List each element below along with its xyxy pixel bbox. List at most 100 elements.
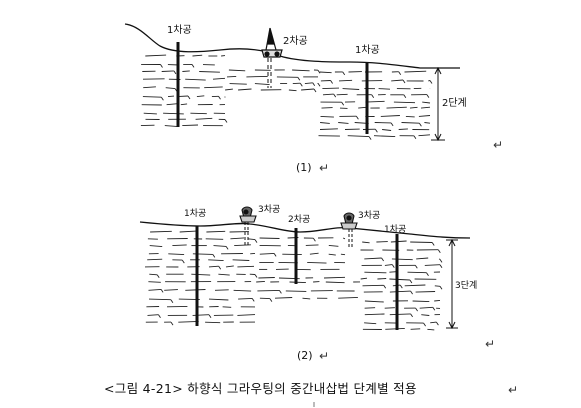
rock-hatch-stroke [384,264,393,266]
rock-hatch-stroke [167,95,175,98]
rock-hatch-stroke [389,313,411,316]
rock-hatch-stroke [228,69,246,72]
return-mark-2a: ↵ [485,337,495,351]
rock-hatch-stroke [208,265,219,268]
rock-hatch-stroke [421,314,430,316]
rock-hatch-stroke [420,106,431,109]
rock-hatch-tick [317,69,321,74]
rock-hatch-stroke [195,117,213,120]
rock-hatch-tick [399,284,403,289]
rock-hatch-stroke [309,252,319,255]
rock-hatch-stroke [164,125,179,128]
rock-hatch-stroke [434,285,441,287]
rock-hatch-stroke [389,290,411,293]
rock-hatch-stroke [342,88,360,90]
rock-hatch-tick [158,314,161,318]
rock-hatch-tick [439,264,443,268]
rock-hatch-tick [251,298,255,302]
rock-hatch-stroke [412,300,430,303]
rock-hatch-stroke [410,241,433,243]
rock-hatch-tick [439,259,443,263]
diagram-2: 1차공 3차공 2차공 3차공 1차공 3단계 ↵ (2) ↵ [139,203,495,363]
rock-hatch-stroke [222,306,232,308]
rock-hatch-stroke [145,54,167,57]
return-mark-caption: ↵ [508,383,518,397]
rock-hatch-stroke [180,103,188,106]
rock-hatch-tick [426,272,429,276]
rock-hatch-stroke [285,290,307,292]
rock-hatch-tick [187,95,191,100]
rock-hatch-tick [156,274,160,279]
rock-hatch-stroke [338,79,353,82]
rock-hatch-tick [218,96,221,100]
rock-hatch-stroke [143,112,157,115]
rock-hatch-stroke [386,106,407,109]
rock-hatch-stroke [404,284,426,287]
rock-hatch-tick [313,237,316,242]
rock-hatch-stroke [424,264,441,266]
rock-hatch-tick [423,322,426,327]
rock-hatch-stroke [172,244,187,247]
rock-hatch-stroke [342,237,346,240]
rock-hatch-stroke [364,300,384,303]
rock-hatch-tick [161,96,164,101]
rock-hatch-tick [402,79,406,84]
rock-hatch-stroke [143,86,156,89]
rock-hatch-stroke [179,230,197,233]
rock-hatch-tick [398,71,402,75]
rock-hatch-stroke [256,280,265,283]
label-stage-1: 2단계 [442,97,467,109]
rock-hatch-stroke [373,135,396,138]
rock-hatch-stroke [307,261,327,264]
rock-hatch-tick [415,307,418,312]
rock-hatch-tick [419,122,422,127]
rock-hatch-tick [413,135,417,140]
rock-hatch-stroke [257,289,280,292]
rock-hatch-stroke [401,122,420,124]
rock-hatch-tick [410,290,413,295]
rock-hatch-stroke [320,115,334,118]
label-hole2-2: 3차공 [258,203,280,215]
rock-hatch-stroke [190,112,207,115]
stage-arrow-top-1 [434,66,442,75]
figure-caption: <그림 4-21> 하향식 그라우팅의 중간내삽법 단계별 적용 [104,381,417,396]
rock-hatch-tick [436,321,439,326]
rock-hatch-stroke [185,289,206,291]
rock-hatch-stroke [319,71,332,74]
rock-hatch-stroke [192,54,203,57]
rock-hatch-tick [403,94,407,99]
rock-hatch-tick [414,265,418,269]
rock-hatch-tick [368,136,372,140]
rock-hatch-stroke [405,115,415,118]
rock-hatching-1 [140,54,433,140]
rock-hatch-stroke [150,230,172,233]
caption-diagram-2: (2) [297,349,313,362]
rock-hatch-stroke [259,252,275,255]
rock-hatch-tick [297,77,301,81]
rock-hatch-stroke [164,289,178,291]
return-mark-1a: ↵ [493,138,503,152]
rock-hatch-stroke [208,259,224,262]
rock-hatch-stroke [196,95,205,98]
drill-rig-icon [340,212,358,230]
rock-hatch-stroke [305,244,319,246]
rock-hatch-stroke [191,273,211,276]
rock-hatch-tick [173,70,177,75]
label-hole-secondary: 2차공 [283,35,308,47]
rock-hatch-stroke [302,297,311,300]
rock-hatch-stroke [212,77,226,80]
rock-hatch-stroke [147,314,159,316]
rock-hatch-stroke [438,258,441,260]
rock-hatch-stroke [148,298,171,301]
rock-hatch-stroke [237,314,256,316]
rock-hatch-tick [383,285,387,289]
rock-hatch-stroke [404,70,427,73]
label-hole-primary-left: 1차공 [167,24,192,36]
rock-hatch-tick [410,313,413,318]
rock-hatch-stroke [393,101,416,104]
rock-hatch-stroke [182,70,190,72]
return-mark-1b: ↵ [319,161,329,175]
rock-hatch-tick [254,239,258,243]
rock-hatch-stroke [389,278,410,281]
rock-hatch-stroke [226,75,237,78]
